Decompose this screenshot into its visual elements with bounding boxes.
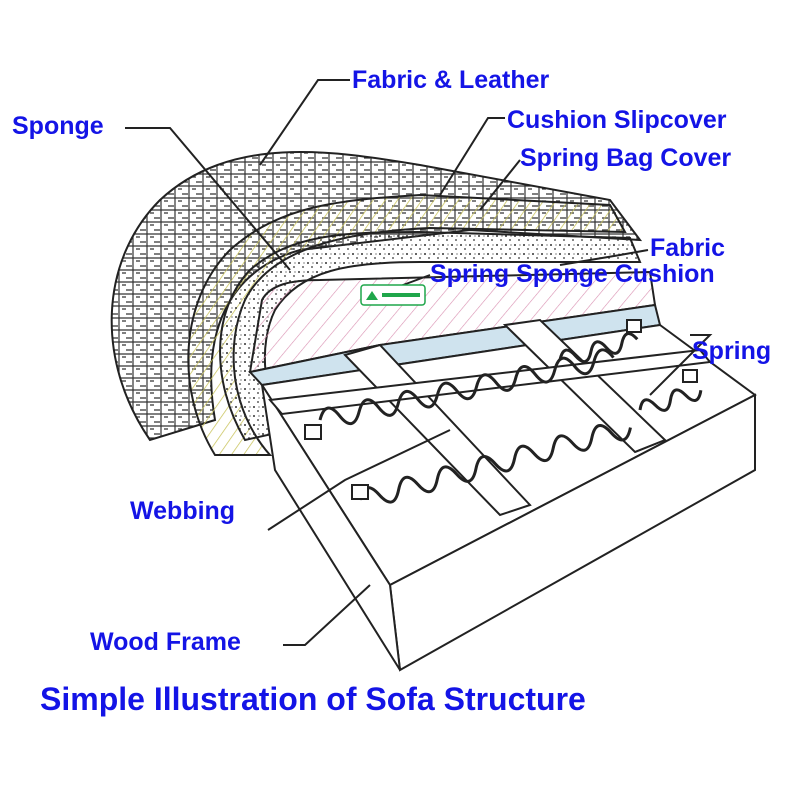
leader-line (439, 117, 505, 196)
webbing-strap (502, 318, 667, 454)
spring-coil (638, 388, 703, 412)
label-fabric-leather: Fabric & Leather (352, 66, 550, 94)
brand-logo-icon (360, 284, 426, 306)
label-fabric: Fabric (650, 234, 726, 262)
spring-clip (304, 424, 322, 440)
spring-clip (682, 369, 698, 383)
leader-line (259, 79, 350, 166)
leader-line (125, 127, 291, 271)
leader-line (559, 249, 649, 266)
leader-line (479, 159, 521, 211)
label-spring-sponge-cushion: Spring Sponge Cushion (430, 260, 715, 288)
label-sponge: Sponge (12, 112, 104, 140)
wood-frame-left (261, 384, 401, 671)
leader-line (267, 429, 451, 531)
leader-line (649, 334, 713, 396)
leader-line (283, 584, 371, 646)
spring-clip (351, 484, 369, 500)
spring-coil (358, 424, 632, 504)
label-cushion-slipcover: Cushion Slipcover (507, 106, 727, 134)
spring-coil (558, 332, 639, 364)
label-wood-frame: Wood Frame (90, 628, 241, 656)
label-webbing: Webbing (130, 497, 236, 525)
diagram-caption: Simple Illustration of Sofa Structure (40, 681, 586, 717)
label-spring-bag-cover: Spring Bag Cover (520, 144, 732, 172)
spring-sponge-cushion (248, 270, 657, 374)
spring-coil (318, 348, 615, 426)
label-spring: Spring (692, 337, 772, 365)
spring-clip (626, 319, 642, 333)
